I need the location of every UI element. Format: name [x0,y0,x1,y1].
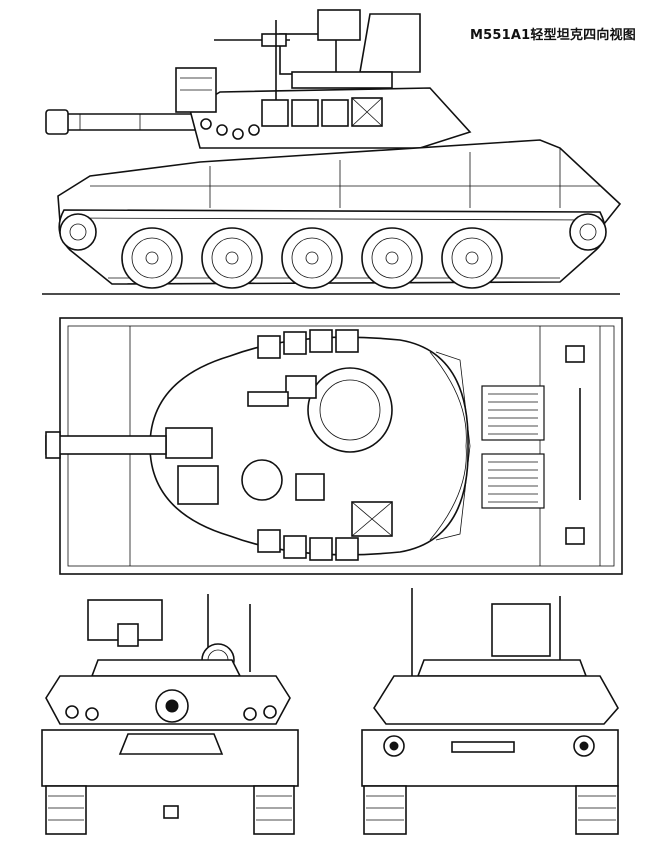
side-turret [175,9,472,149]
top-turret [149,336,471,556]
top-gun [45,431,167,459]
top-view [45,317,623,575]
rear-view [361,588,619,835]
gun-barrel [45,109,201,135]
side-tracks [58,209,607,289]
side-view [42,9,622,295]
engine-grilles [481,385,545,509]
side-hull [57,139,622,225]
drawing-title: M551A1轻型坦克四向视图 [470,28,636,43]
front-view [41,594,299,835]
